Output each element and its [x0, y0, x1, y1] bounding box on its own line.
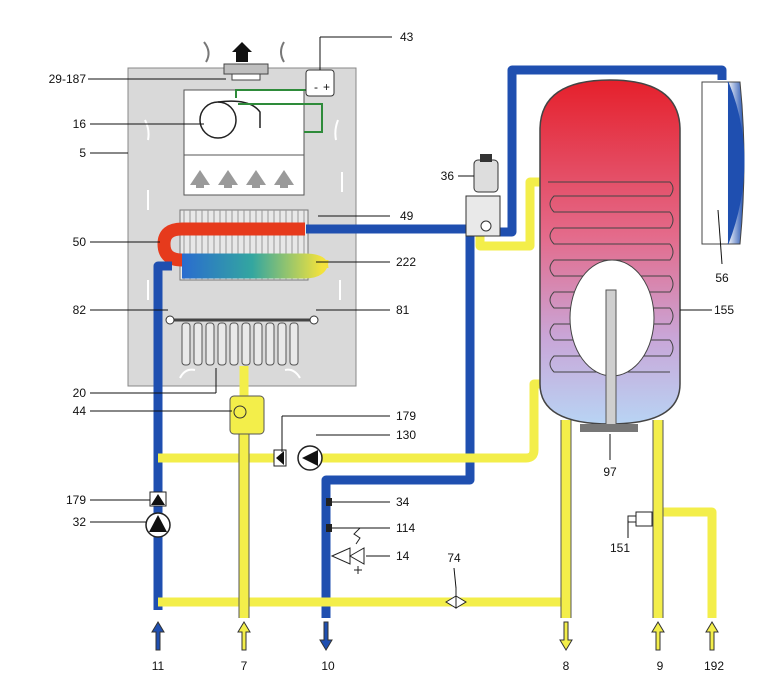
connection-8: 8	[563, 659, 570, 673]
inlet-air-arrows	[203, 41, 285, 63]
flue-exhaust-arrow	[232, 42, 252, 62]
label-36: 36	[441, 169, 455, 183]
tank-coil	[548, 181, 674, 373]
ps-minus: -	[314, 80, 318, 94]
arrow-8	[559, 621, 573, 651]
anode-rod	[605, 289, 617, 427]
connection-192: 192	[704, 659, 724, 673]
expansion-vessel-water	[727, 81, 745, 245]
safety-valve	[330, 547, 351, 565]
fill-valve	[445, 595, 467, 609]
tank-flange-97	[580, 424, 638, 432]
electrode-82	[165, 315, 175, 325]
pipe-outlines	[238, 420, 664, 618]
label-97: 97	[603, 465, 617, 479]
label-32: 32	[73, 515, 87, 529]
label-5: 5	[79, 146, 86, 160]
arrow-7	[237, 621, 251, 651]
pump-130-arrow	[302, 450, 318, 466]
gas-valve	[229, 395, 265, 435]
label-222: 222	[396, 255, 416, 269]
safety-valve-body	[348, 547, 365, 565]
diverter-cap	[480, 154, 492, 162]
gas-valve-knob	[233, 405, 247, 419]
fan-wheel	[199, 101, 237, 139]
label-56: 56	[715, 271, 729, 285]
label-43: 43	[400, 30, 414, 44]
label-16: 16	[73, 117, 87, 131]
arrow-192	[705, 621, 719, 651]
leader-lines	[88, 36, 723, 589]
pressure-tube-2	[238, 103, 323, 133]
label-130: 130	[396, 428, 416, 442]
label-179-top: 179	[396, 409, 416, 423]
sensor-114	[326, 524, 332, 532]
diverter-actuator	[473, 159, 499, 193]
safety-valve-spring	[353, 527, 361, 545]
arrow-10	[319, 621, 333, 651]
connection-arrows	[151, 621, 719, 651]
label-14: 14	[396, 549, 410, 563]
connection-11: 11	[152, 659, 165, 673]
combustion-hood	[183, 154, 305, 196]
burner-ramps	[181, 322, 299, 366]
label-81: 81	[396, 303, 410, 317]
electrode-81	[309, 315, 319, 325]
connection-9: 9	[657, 659, 664, 673]
flue-outlet	[223, 63, 269, 75]
pump-32-arrow	[149, 515, 167, 532]
label-155: 155	[714, 303, 734, 317]
air-arrows	[144, 119, 343, 379]
pressure-reducer	[635, 511, 653, 527]
label-114: 114	[396, 521, 415, 535]
nrv-130-arrow	[276, 451, 284, 465]
exchanger-tube-upper	[157, 222, 305, 267]
safety-valve-drain	[354, 566, 362, 574]
label-20: 20	[73, 386, 87, 400]
arrow-11	[151, 621, 165, 651]
pressure-reducer-cap	[627, 515, 637, 523]
diverter-port	[480, 220, 492, 232]
label-179-left: 179	[66, 493, 86, 507]
label-151: 151	[610, 541, 630, 555]
label-44: 44	[73, 404, 87, 418]
nrv-32-arrow	[151, 494, 165, 505]
ps-plus: +	[323, 80, 330, 94]
connection-7: 7	[241, 659, 248, 673]
dhw-pipes	[158, 177, 717, 618]
arrow-9	[651, 621, 665, 651]
label-34: 34	[396, 495, 410, 509]
label-49: 49	[400, 209, 414, 223]
diverter-valve	[465, 195, 501, 237]
label-74: 74	[447, 551, 461, 565]
label-82: 82	[73, 303, 87, 317]
connection-10: 10	[321, 659, 335, 673]
sensor-34	[326, 498, 332, 506]
label-50: 50	[73, 235, 87, 249]
flue-collar	[231, 73, 261, 81]
label-29-187: 29-187	[49, 72, 87, 86]
flue-gas-arrows	[190, 170, 294, 188]
